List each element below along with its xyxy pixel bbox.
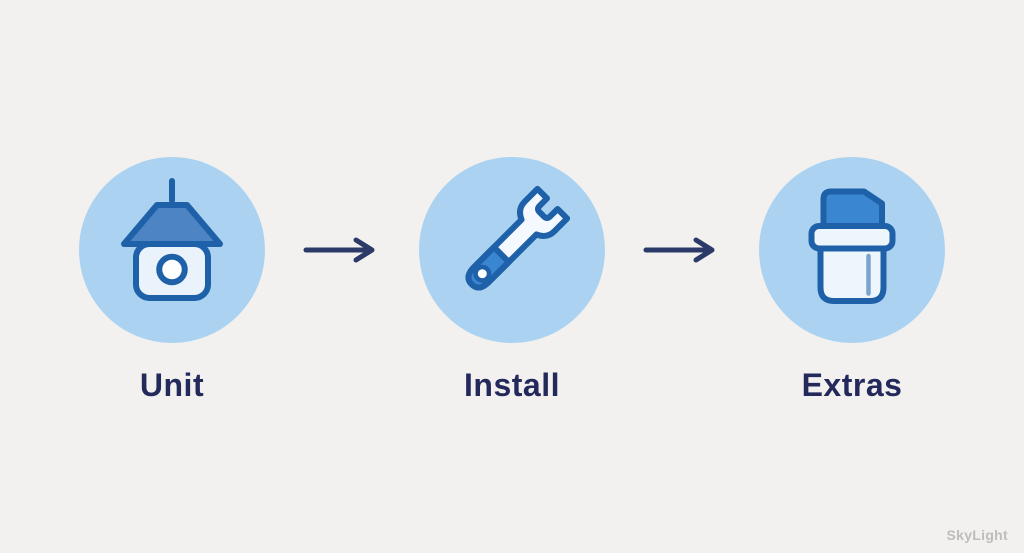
watermark-logo: SkyLight [946,527,1008,543]
step-extras-circle [759,157,945,343]
step-extras: Extras [742,157,962,404]
step-install: Install [402,157,622,404]
arrow-right-icon [302,237,382,268]
wrench-install-icon [465,185,571,291]
step-unit: Unit [62,157,282,404]
house-unit-icon [121,178,223,301]
step-install-circle [419,157,605,343]
step-unit-label: Unit [139,367,205,403]
flow-diagram: Unit Install [0,157,1024,404]
step-unit-circle [79,157,265,343]
step-install-label: Install [464,367,560,403]
container-extras-icon [808,188,896,304]
arrow-right-icon [642,237,722,268]
step-extras-label: Extras [801,367,903,403]
